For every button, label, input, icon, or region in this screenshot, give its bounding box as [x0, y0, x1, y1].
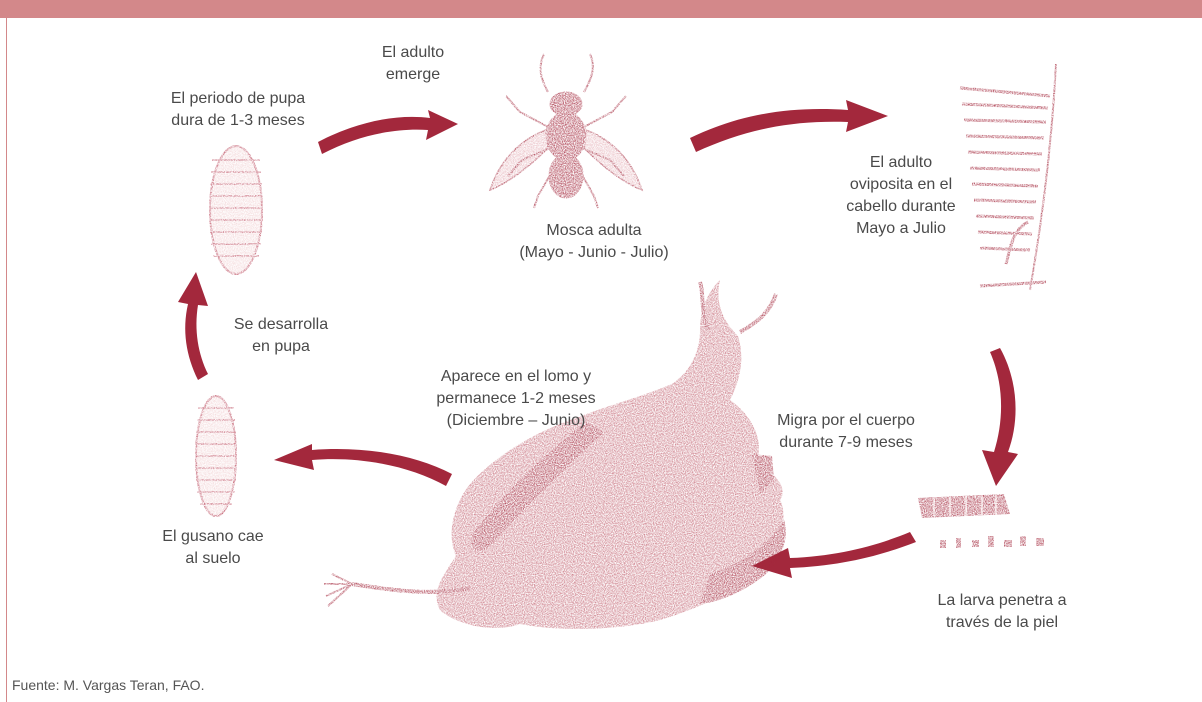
- source-caption: Fuente: M. Vargas Teran, FAO.: [12, 676, 204, 694]
- label-larva-penetrates: La larva penetra a través de la piel: [912, 590, 1092, 634]
- label-adult-fly: Mosca adulta (Mayo - Junio - Julio): [500, 220, 688, 264]
- label-adult-emerges: El adulto emerge: [348, 42, 478, 86]
- label-appears-back: Aparece en el lomo y permanece 1-2 meses…: [418, 366, 614, 432]
- label-pupa-period: El periodo de pupa dura de 1-3 meses: [140, 88, 336, 132]
- label-worm-falls: El gusano cae al suelo: [138, 526, 288, 570]
- label-develops-pupa: Se desarrolla en pupa: [216, 314, 346, 358]
- label-oviposits: El adulto oviposita en el cabello durant…: [836, 152, 966, 240]
- label-migrates: Migra por el cuerpo durante 7-9 meses: [760, 410, 932, 454]
